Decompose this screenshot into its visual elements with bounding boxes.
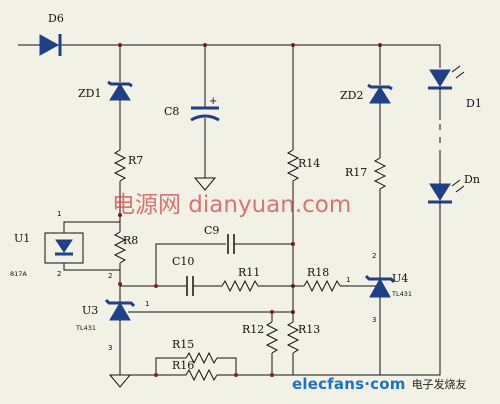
node <box>270 310 274 314</box>
label-r14: R14 <box>298 157 320 170</box>
wire <box>155 357 186 375</box>
label-u3-part: TL431 <box>75 324 96 332</box>
optocoupler-u1 <box>44 232 84 264</box>
pin-u3-2: 2 <box>108 272 112 280</box>
pin-u4-3: 3 <box>372 316 376 324</box>
elecfans-logo: elecfans·com 电子发烧友 <box>292 372 496 396</box>
resistor-r12 <box>265 321 279 354</box>
label-r8: R8 <box>123 234 138 247</box>
label-u4: U4 <box>392 272 408 285</box>
node <box>154 284 158 288</box>
ground-symbol-u3 <box>108 374 132 388</box>
wire <box>217 357 237 375</box>
tl431-u4 <box>364 274 396 298</box>
label-zd2: ZD2 <box>340 89 363 102</box>
pin-u4-1: 1 <box>346 276 350 284</box>
resistor-r14 <box>286 149 300 182</box>
led-dn <box>428 179 465 204</box>
node <box>270 373 274 377</box>
capacitor-c10 <box>186 276 194 296</box>
ground-symbol-c8 <box>193 177 217 191</box>
wire <box>63 221 120 233</box>
pin-u3-1: 1 <box>145 300 149 308</box>
node <box>154 373 158 377</box>
label-c8: C8 <box>164 105 179 118</box>
label-r13: R13 <box>298 323 320 336</box>
led-d1 <box>428 65 465 90</box>
resistor-r17 <box>373 157 387 190</box>
resistor-r7 <box>113 149 127 182</box>
resistor-r13 <box>286 321 300 354</box>
label-c10: C10 <box>172 255 194 268</box>
resistor-r15 <box>185 351 218 365</box>
tl431-u3 <box>104 298 136 321</box>
wire <box>303 202 441 376</box>
diode-d6 <box>39 34 62 56</box>
zener-zd1 <box>107 80 133 101</box>
label-r15: R15 <box>172 338 194 351</box>
label-zd1: ZD1 <box>78 87 101 100</box>
pin-u3-3: 3 <box>108 344 112 352</box>
label-r12: R12 <box>242 323 264 336</box>
label-opto-part: 817A <box>10 270 27 278</box>
resistor-r8 <box>113 231 127 264</box>
svg-text:+: + <box>209 96 217 107</box>
resistor-r16 <box>185 368 218 382</box>
label-d1: D1 <box>466 97 482 110</box>
label-r17: R17 <box>345 166 367 179</box>
logo-brand: elecfans·com <box>292 375 406 393</box>
label-dn: Dn <box>464 173 480 186</box>
label-c9: C9 <box>204 224 219 237</box>
node <box>118 282 122 286</box>
label-r16: R16 <box>172 359 194 372</box>
label-d6: D6 <box>48 12 64 25</box>
label-r18: R18 <box>307 266 329 279</box>
wire <box>63 263 120 271</box>
resistor-r11 <box>221 279 259 293</box>
logo-tagline: 电子发烧友 <box>411 378 467 391</box>
label-r7: R7 <box>128 154 143 167</box>
top-rail-wire <box>18 44 441 68</box>
label-u1: U1 <box>14 232 30 245</box>
node <box>234 373 238 377</box>
capacitor-c8: + <box>190 96 220 122</box>
wire <box>155 243 226 286</box>
resistor-r18 <box>303 279 341 293</box>
pin-u1-1: 1 <box>57 210 61 218</box>
label-u3: U3 <box>82 304 98 317</box>
label-u4-part: TL431 <box>391 290 412 298</box>
pin-u4-2: 2 <box>372 252 376 260</box>
capacitor-c9 <box>227 234 235 254</box>
zener-zd2 <box>367 83 393 104</box>
label-r11: R11 <box>238 266 260 279</box>
watermark-text: 电源网 dianyuan.com <box>112 192 351 218</box>
pin-u1-2: 2 <box>57 270 61 278</box>
